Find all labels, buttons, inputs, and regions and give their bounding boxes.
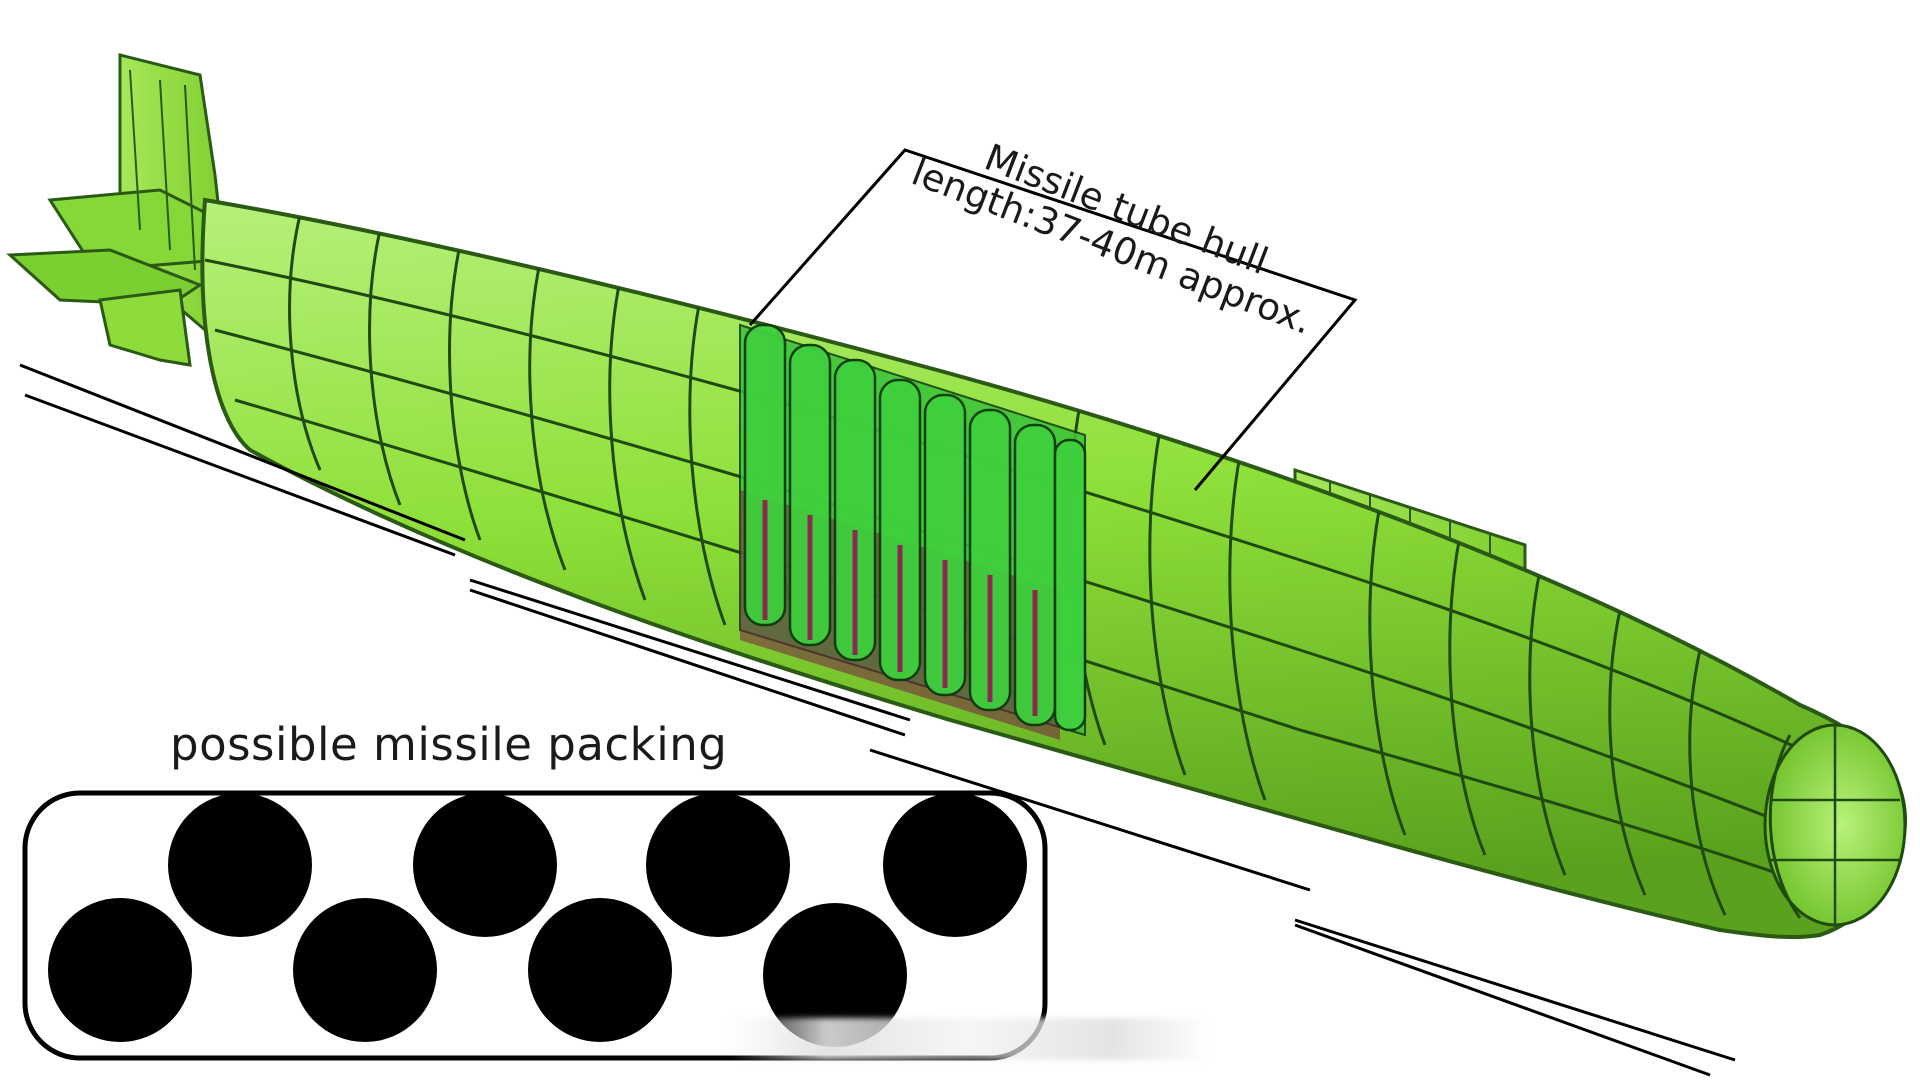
tube-length-bracket [748,148,1358,491]
waterline-lines [19,363,1736,1077]
missile-circle [646,793,790,937]
missile-circle [528,898,672,1042]
missile-circle [168,793,312,937]
blurred-watermark [730,1018,1210,1060]
missile-circle [293,898,437,1042]
missile-circle [883,793,1027,937]
missile-packing-diagram [22,790,1048,1061]
packing-title: possible missile packing [170,718,728,771]
bow-dome [1763,723,1907,927]
missile-tube-section [739,323,1087,740]
stern-fins [6,53,232,367]
missile-circle [413,793,557,937]
missile-circle [763,903,907,1047]
missile-circle [48,898,192,1042]
